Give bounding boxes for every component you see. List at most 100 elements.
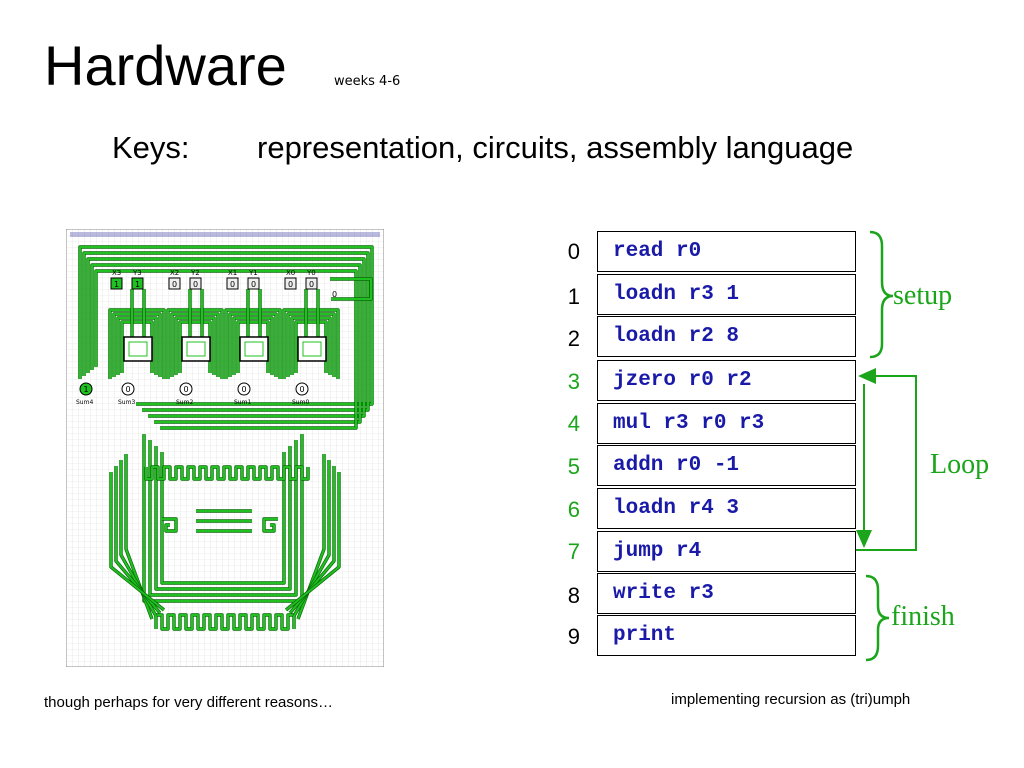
output-label-0: Sum4: [76, 399, 93, 406]
input-switch-y0[interactable]: [131, 277, 144, 290]
instruction-box-3: jzero r0 r2: [597, 360, 856, 401]
input-label-y2: Y1: [248, 269, 258, 277]
outer-route-1-core: [83, 252, 369, 411]
instruction-box-9: print: [597, 615, 856, 656]
adder-loop-3-1-core: [287, 313, 335, 377]
line-number-1: 1: [567, 284, 580, 309]
output-led-1: [121, 382, 135, 396]
right-spiral-core: [263, 518, 278, 532]
input-switch-value-x0: 1: [114, 280, 119, 289]
lower-frame-2-core: [155, 446, 291, 590]
output-label-1: Sum3: [118, 399, 135, 406]
instruction-box-4: mul r3 r0 r3: [597, 403, 856, 444]
adder-loop-0-1-core: [113, 313, 161, 377]
gate-inner-3: [302, 341, 322, 357]
loop-back-arrow: [856, 368, 917, 551]
line-number-3: 3: [567, 369, 580, 394]
output-led-value-4: 0: [300, 385, 305, 394]
input-switch-x0[interactable]: [110, 277, 123, 290]
input-label-x1: X2: [170, 269, 179, 277]
finish-label: finish: [891, 601, 955, 632]
adder-loop-1-0-core: [167, 309, 223, 379]
instruction-box-1: loadn r3 1: [597, 274, 856, 315]
line-number-7: 7: [567, 539, 580, 564]
input-switch-value-y1: 0: [193, 280, 198, 289]
input-switch-y1[interactable]: [189, 277, 202, 290]
outer-route-0-core: [79, 246, 373, 405]
output-label-4: Sum0: [292, 399, 309, 406]
line-number-4: 4: [567, 411, 580, 436]
input-switch-x1[interactable]: [168, 277, 181, 290]
adder-loop-0-2-core: [117, 317, 157, 375]
output-led-3: [237, 382, 251, 396]
outer-route-2-core: [87, 258, 365, 417]
finish-brace: [865, 574, 890, 662]
output-label-3: Sum1: [234, 399, 251, 406]
line-number-9: 9: [567, 624, 580, 649]
input-label-x3: X0: [286, 269, 295, 277]
input-switch-value-y2: 0: [251, 280, 256, 289]
instruction-box-2: loadn r2 8: [597, 316, 856, 357]
input-switch-value-y3: 0: [309, 280, 314, 289]
adder-loop-2-2-core: [233, 317, 273, 375]
adder-loop-3-2-core: [291, 317, 331, 375]
input-label-y0: Y3: [132, 269, 142, 277]
slide-title: Hardware: [44, 34, 287, 97]
instruction-box-7: jump r4: [597, 531, 856, 572]
outer-route-3-core: [91, 264, 361, 423]
input-label-x0: X3: [112, 269, 121, 277]
input-switch-value-x3: 0: [288, 280, 293, 289]
input-label-y3: Y0: [306, 269, 316, 277]
line-number-8: 8: [567, 583, 580, 608]
input-label-y1: Y2: [190, 269, 200, 277]
adder-loop-3-0-core: [283, 309, 339, 379]
loop-label: Loop: [930, 449, 990, 480]
input-switch-y2[interactable]: [247, 277, 260, 290]
caption-right: implementing recursion as (tri)umph: [671, 691, 911, 708]
circuit-top-bar: [70, 232, 380, 237]
output-led-2: [179, 382, 193, 396]
adder-loop-0-0-core: [109, 309, 165, 379]
adder-loop-1-1-core: [171, 313, 219, 377]
output-led-value-2: 0: [184, 385, 189, 394]
slide-subtitle: weeks 4-6: [334, 74, 401, 89]
input-switch-y3[interactable]: [305, 277, 318, 290]
output-label-2: Sum2: [176, 399, 193, 406]
lower-frame-0-core: [143, 434, 303, 602]
carry-in-wire-core: [330, 278, 372, 300]
line-number-5: 5: [567, 454, 580, 479]
keys-text: representation, circuits, assembly langu…: [257, 130, 854, 165]
adder-loop-1-2-core: [175, 317, 215, 375]
adder-loop-2-1-core: [229, 313, 277, 377]
right-curve-3-core: [285, 472, 340, 611]
input-switch-x2[interactable]: [226, 277, 239, 290]
keys-label: Keys:: [112, 130, 190, 165]
caption-left: though perhaps for very different reason…: [44, 694, 334, 711]
output-led-value-1: 0: [126, 385, 131, 394]
output-led-value-3: 0: [242, 385, 247, 394]
gate-inner-0: [128, 341, 148, 357]
line-number-6: 6: [567, 497, 580, 522]
gate-inner-1: [186, 341, 206, 357]
input-switch-x3[interactable]: [284, 277, 297, 290]
instruction-box-0: read r0: [597, 231, 856, 272]
output-led-value-0: 1: [84, 385, 89, 394]
input-switch-value-y0: 1: [135, 280, 140, 289]
input-switch-value-x1: 0: [172, 280, 177, 289]
output-led-0: [79, 382, 93, 396]
instruction-box-5: addn r0 -1: [597, 445, 856, 486]
adder-loop-2-0-core: [225, 309, 281, 379]
output-led-4: [295, 382, 309, 396]
center-bars-core: [196, 510, 252, 532]
bottom-comb-core: [155, 614, 295, 630]
carry-in-value: 0: [332, 290, 337, 299]
input-switch-value-x2: 0: [230, 280, 235, 289]
instruction-box-8: write r3: [597, 573, 856, 614]
outer-route-4-core: [95, 270, 357, 429]
setup-brace: [869, 230, 894, 359]
instruction-box-6: loadn r4 3: [597, 488, 856, 529]
setup-label: setup: [893, 280, 953, 311]
input-label-x2: X1: [228, 269, 237, 277]
